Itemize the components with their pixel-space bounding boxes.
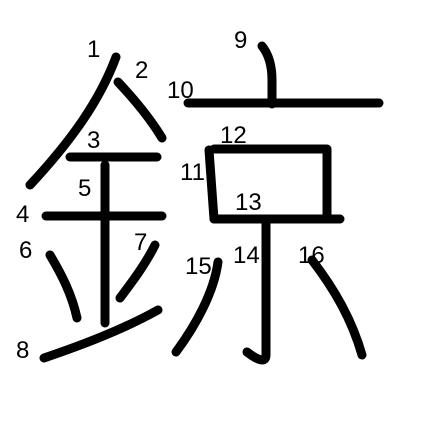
stroke-number-6: 6 [19,237,32,264]
stroke-12 [209,144,332,224]
strokes [25,41,384,365]
stroke-numbers: 1 2 3 4 5 6 7 8 9 10 11 12 13 14 15 16 [16,27,325,364]
stroke-number-9: 9 [234,27,247,54]
stroke-2 [113,77,167,143]
stroke-number-2: 2 [135,57,148,84]
stroke-15 [171,257,223,357]
stroke-number-14: 14 [233,242,260,269]
stroke-9 [257,41,277,109]
stroke-number-11: 11 [180,159,205,186]
stroke-number-1: 1 [87,36,100,63]
stroke-8 [39,305,163,363]
stroke-number-3: 3 [87,127,100,154]
stroke-number-8: 8 [16,337,29,364]
stroke-14 [242,214,271,365]
stroke-7 [115,240,160,303]
stroke-16 [307,255,367,360]
stroke-number-13: 13 [235,189,262,216]
stroke-number-4: 4 [16,201,29,228]
stroke-number-10: 10 [167,77,194,104]
stroke-6 [45,250,82,323]
stroke-11 [204,145,219,224]
stroke-number-5: 5 [78,175,91,202]
stroke-1 [25,52,121,190]
stroke-number-12: 12 [220,122,247,149]
stroke-number-16: 16 [298,242,325,269]
stroke-number-7: 7 [134,229,147,256]
stroke-number-15: 15 [185,253,212,280]
